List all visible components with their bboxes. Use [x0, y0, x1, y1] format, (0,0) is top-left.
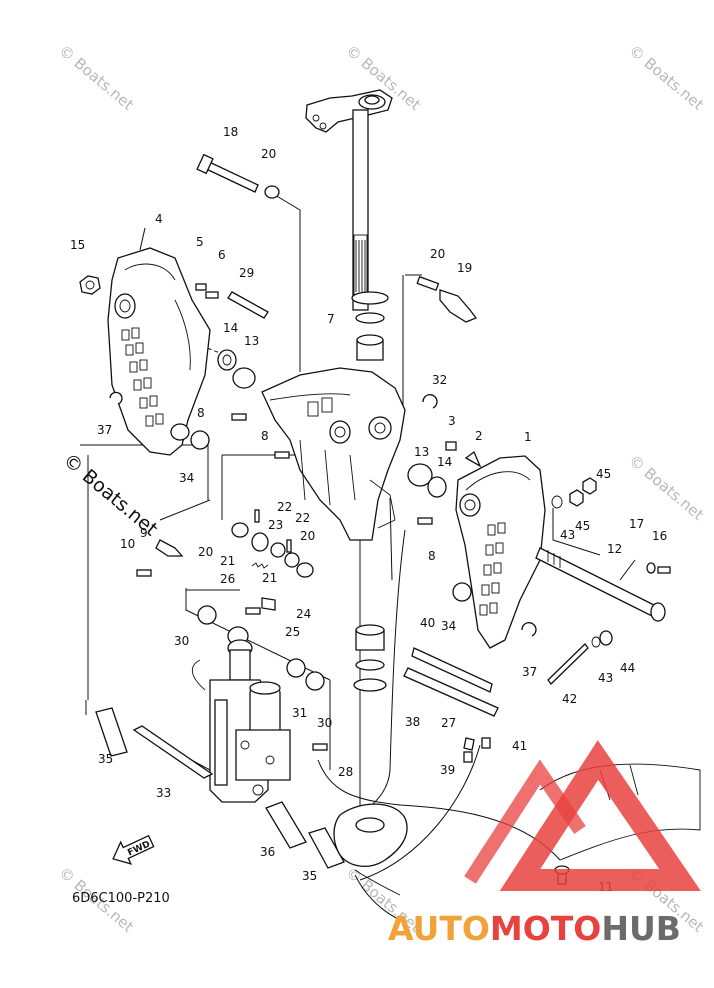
- callout-label: 37: [522, 665, 537, 679]
- callout-label: 7: [327, 312, 335, 326]
- callout-label: 31: [292, 706, 307, 720]
- callout-label: 13: [414, 445, 429, 459]
- callout-label: 30: [317, 716, 332, 730]
- callout-label: 5: [196, 235, 204, 249]
- callout-label: 10: [120, 537, 135, 551]
- callout-label: 27: [441, 716, 456, 730]
- callout-label: 20: [198, 545, 213, 559]
- callout-label: 8: [261, 429, 269, 443]
- callout-label: 14: [223, 321, 238, 335]
- callout-label: 9: [140, 526, 148, 540]
- logo-text-auto: AUTO: [388, 909, 490, 948]
- callout-label: 24: [296, 607, 311, 621]
- callout-label: 20: [261, 147, 276, 161]
- swivel-bracket: [261, 367, 406, 541]
- fwd-arrow: FWD: [112, 834, 155, 865]
- callout-label: 29: [239, 266, 254, 280]
- steering-shaft: [305, 89, 393, 692]
- watermark-text: © Boats.net: [625, 451, 707, 524]
- logo-text-moto: MOTO: [490, 909, 601, 948]
- callout-label: 8: [197, 406, 205, 420]
- callout-label: 16: [652, 529, 667, 543]
- callout-label: 4: [155, 212, 163, 226]
- callout-label: 36: [260, 845, 275, 859]
- callout-label: 34: [441, 619, 456, 633]
- power-tilt-unit: [191, 639, 291, 803]
- callout-label: 21: [220, 554, 235, 568]
- callout-label: 35: [302, 869, 317, 883]
- callout-label: 3: [448, 414, 456, 428]
- logo-triangle: [499, 740, 701, 891]
- callout-label: 43: [598, 671, 613, 685]
- callout-label: 21: [262, 571, 277, 585]
- callout-label: 20: [430, 247, 445, 261]
- callout-label: 30: [174, 634, 189, 648]
- callout-label: 23: [268, 518, 283, 532]
- callout-label: 20: [300, 529, 315, 543]
- diagram-code: 6D6C100-P210: [72, 891, 170, 906]
- automotohub-logo: AUTOMOTOHUB: [388, 740, 701, 948]
- callout-label: 44: [620, 661, 635, 675]
- callout-label: 19: [457, 261, 472, 275]
- callout-label: 45: [596, 467, 611, 481]
- watermark-text: © Boats.net: [55, 41, 137, 114]
- clamp-bracket-left: [107, 247, 211, 456]
- callout-label: 40: [420, 616, 435, 630]
- callout-label: 28: [338, 765, 353, 779]
- callout-label: 12: [607, 542, 622, 556]
- callout-label: 1: [524, 430, 532, 444]
- callout-label: 41: [512, 739, 527, 753]
- callout-label: 35: [98, 752, 113, 766]
- clamp-bracket-right: [455, 455, 546, 649]
- callout-label: 42: [562, 692, 577, 706]
- callout-label: 37: [97, 423, 112, 437]
- callout-label: 26: [220, 572, 235, 586]
- callout-label: 22: [277, 500, 292, 514]
- lower-mount: [333, 763, 701, 896]
- callout-label: 2: [475, 429, 483, 443]
- logo-text: AUTOMOTOHUB: [388, 909, 681, 948]
- callout-label: 25: [285, 625, 300, 639]
- logo-triangle: [464, 759, 586, 884]
- callout-label: 22: [295, 511, 310, 525]
- callout-label: 8: [428, 549, 436, 563]
- callout-label: 39: [440, 763, 455, 777]
- callout-label: 43: [560, 528, 575, 542]
- callout-label: 14: [437, 455, 452, 469]
- watermark-text: © Boats.net: [625, 41, 707, 114]
- callout-label: 17: [629, 517, 644, 531]
- callout-label: 38: [405, 715, 420, 729]
- callout-label: 45: [575, 519, 590, 533]
- callout-label: 13: [244, 334, 259, 348]
- callout-label: 34: [179, 471, 194, 485]
- callout-label: 33: [156, 786, 171, 800]
- logo-text-hub: HUB: [601, 909, 681, 948]
- callout-label: 32: [432, 373, 447, 387]
- callout-label: 15: [70, 238, 85, 252]
- tilt-pins: [95, 707, 345, 869]
- callout-label: 18: [223, 125, 238, 139]
- callout-label: 6: [218, 248, 226, 262]
